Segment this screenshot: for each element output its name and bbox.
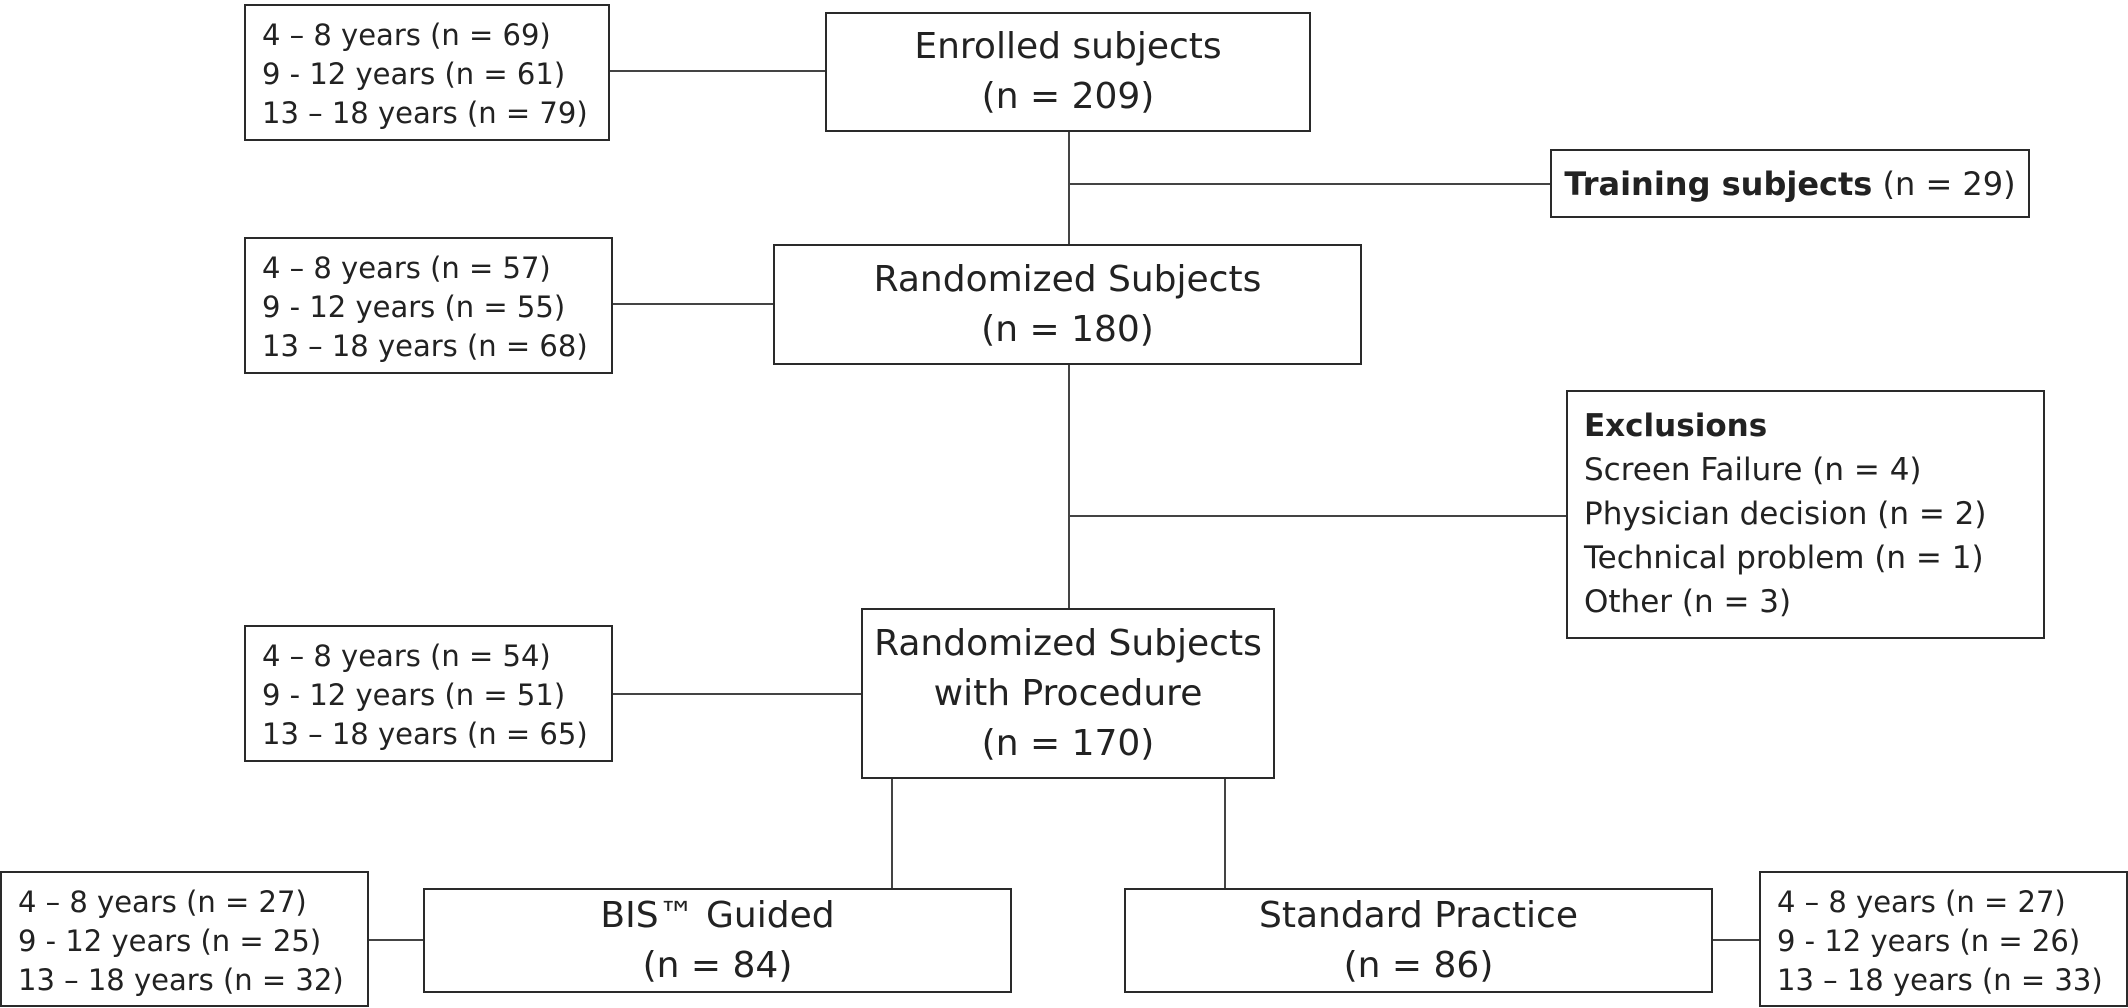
exclusions-title: Exclusions [1584, 408, 1768, 444]
age-row: 4 – 8 years (n = 69) [262, 18, 551, 52]
procedure-title-line2: with Procedure [933, 672, 1203, 714]
age-row: 13 – 18 years (n = 32) [18, 963, 344, 997]
connector-bis-ages [367, 939, 425, 941]
training-subjects-box: Training subjects (n = 29) [1550, 149, 2030, 218]
randomized-title: Randomized Subjects [873, 258, 1262, 300]
connector-exclusions [1068, 515, 1568, 517]
training-count: (n = 29) [1872, 164, 2016, 203]
age-row: 4 – 8 years (n = 54) [262, 639, 551, 673]
procedure-age-breakdown: 4 – 8 years (n = 54) 9 - 12 years (n = 5… [244, 625, 613, 762]
procedure-count: (n = 170) [981, 722, 1155, 764]
bis-count: (n = 84) [642, 944, 793, 986]
connector-procedure-ages [611, 693, 864, 695]
enrolled-subjects-box: Enrolled subjects (n = 209) [825, 12, 1311, 132]
bis-age-breakdown: 4 – 8 years (n = 27) 9 - 12 years (n = 2… [0, 871, 369, 1007]
connector-randomized-procedure [1068, 362, 1070, 610]
age-row: 13 – 18 years (n = 65) [262, 717, 588, 751]
connector-training [1068, 183, 1552, 185]
enrolled-title: Enrolled subjects [914, 26, 1222, 67]
randomized-age-breakdown: 4 – 8 years (n = 57) 9 - 12 years (n = 5… [244, 237, 613, 374]
procedure-subjects-box: Randomized Subjects with Procedure (n = … [861, 608, 1275, 779]
training-label: Training subjects [1564, 164, 1873, 203]
age-row: 4 – 8 years (n = 57) [262, 251, 551, 285]
procedure-title-line1: Randomized Subjects [874, 622, 1262, 664]
bis-guided-box: BIS™ Guided (n = 84) [423, 888, 1012, 993]
exclusion-item: Technical problem (n = 1) [1584, 540, 1984, 576]
exclusions-box: Exclusions Screen Failure (n = 4) Physic… [1566, 390, 2045, 639]
exclusion-item: Other (n = 3) [1584, 584, 1792, 620]
age-row: 13 – 18 years (n = 33) [1777, 963, 2103, 997]
standard-practice-box: Standard Practice (n = 86) [1124, 888, 1713, 993]
age-row: 9 - 12 years (n = 61) [262, 57, 566, 91]
bis-title: BIS™ Guided [600, 894, 835, 936]
age-row: 13 – 18 years (n = 68) [262, 329, 588, 363]
age-row: 9 - 12 years (n = 26) [1777, 924, 2081, 958]
connector-procedure-standard [1224, 778, 1226, 890]
randomized-subjects-box: Randomized Subjects (n = 180) [773, 244, 1362, 365]
connector-enrolled-randomized [1068, 130, 1070, 246]
age-row: 4 – 8 years (n = 27) [1777, 885, 2066, 919]
enrolled-age-breakdown: 4 – 8 years (n = 69) 9 - 12 years (n = 6… [244, 4, 610, 141]
connector-randomized-ages [611, 303, 775, 305]
enrolled-count: (n = 209) [981, 76, 1155, 117]
standard-age-breakdown: 4 – 8 years (n = 27) 9 - 12 years (n = 2… [1759, 871, 2128, 1007]
connector-standard-ages [1711, 939, 1761, 941]
connector-procedure-bis [891, 778, 893, 890]
exclusion-item: Screen Failure (n = 4) [1584, 452, 1922, 488]
age-row: 9 - 12 years (n = 51) [262, 678, 566, 712]
age-row: 4 – 8 years (n = 27) [18, 885, 307, 919]
randomized-count: (n = 180) [981, 308, 1154, 350]
standard-count: (n = 86) [1343, 944, 1494, 986]
age-row: 9 - 12 years (n = 55) [262, 290, 566, 324]
exclusion-item: Physician decision (n = 2) [1584, 496, 1987, 532]
age-row: 9 - 12 years (n = 25) [18, 924, 322, 958]
standard-title: Standard Practice [1258, 894, 1578, 936]
age-row: 13 – 18 years (n = 79) [262, 96, 588, 130]
connector-enrolled-ages [608, 70, 826, 72]
